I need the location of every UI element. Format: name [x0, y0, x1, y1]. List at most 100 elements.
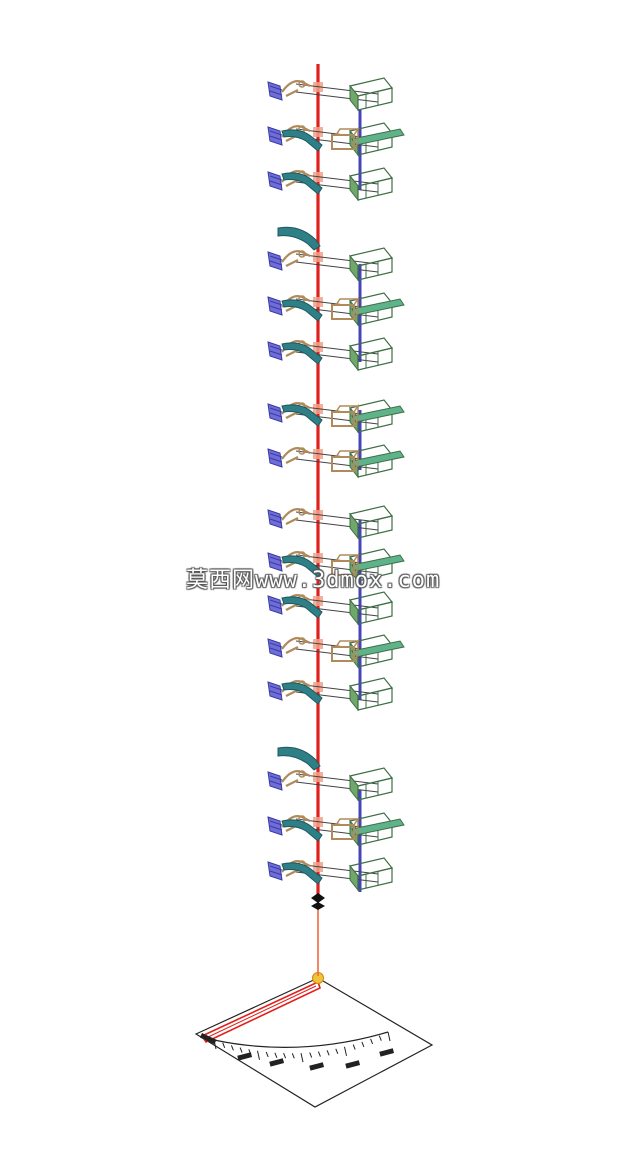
equipment-frame-front: [357, 347, 393, 371]
base-scale-tick: [387, 1031, 391, 1042]
antenna-group: [267, 746, 405, 892]
panel-antenna-rib: [269, 412, 283, 418]
equipment-wing: [331, 638, 405, 662]
teal-bracket: [281, 404, 323, 427]
antenna-group: [267, 226, 405, 372]
teal-bracket: [281, 596, 323, 619]
mount-joint: [298, 770, 306, 778]
mount-arm: [281, 80, 311, 97]
equipment-wing: [331, 448, 405, 472]
base-scale-tick: [352, 1044, 356, 1050]
base-scale-tick: [222, 1042, 226, 1049]
mount-arm: [281, 770, 311, 787]
panel-antenna-rib: [269, 556, 283, 562]
panel-antenna-rib: [269, 305, 283, 311]
equipment-wing: [331, 552, 405, 576]
base-corner-marker: [199, 1033, 217, 1045]
wing-cabinet-edge: [335, 552, 360, 576]
equipment-frame-side: [349, 84, 359, 112]
support-arm: [295, 261, 379, 273]
antenna-set: [267, 77, 394, 112]
mount-arm: [281, 447, 311, 464]
equipment-frame-side: [349, 598, 359, 626]
wing-cabinet: [331, 824, 355, 840]
equipment-frame-side: [349, 512, 359, 540]
panel-antenna-rib: [269, 642, 283, 648]
teal-top-bracket: [277, 746, 321, 771]
base-scale-tick: [344, 1046, 347, 1056]
base-red-guide-inner: [205, 985, 317, 1039]
wing-cabinet: [331, 560, 355, 576]
panel-antenna-rib: [269, 820, 283, 826]
base-plate: [194, 972, 434, 1108]
panel-antenna-rib: [269, 180, 283, 186]
base-scale-tick: [370, 1038, 374, 1045]
support-arm: [295, 648, 379, 660]
panel-antenna-rib: [269, 647, 283, 653]
watermark-text: 莫西网www.3dmox.com: [186, 568, 441, 593]
base-scale-tick: [283, 1053, 287, 1059]
antenna-set: [267, 677, 394, 712]
equipment-wing: [331, 296, 405, 320]
teal-bracket: [281, 172, 323, 195]
base-marker: [345, 1060, 361, 1069]
wing-cabinet: [331, 411, 355, 427]
wing-cabinet-edge: [335, 403, 360, 427]
antenna-set: [267, 505, 394, 540]
panel-antenna-rib: [269, 130, 283, 136]
panel-antenna-rib: [269, 300, 283, 306]
base-scale-arc: [213, 1031, 389, 1048]
mount-joint: [298, 508, 306, 516]
wing-cabinet: [331, 134, 355, 150]
panel-antenna-rib: [269, 599, 283, 605]
equipment-frame-front: [357, 867, 393, 891]
equipment-frame-front: [357, 601, 393, 625]
panel-antenna-rib: [269, 452, 283, 458]
mount-joint: [298, 250, 306, 258]
mount-joint: [298, 637, 306, 645]
equipment-frame-side: [349, 684, 359, 712]
teal-bracket: [281, 299, 323, 322]
panel-antenna-rib: [269, 604, 283, 610]
base-scale-tick: [378, 1035, 382, 1041]
equipment-frame-side: [349, 254, 359, 282]
antenna-set: [267, 247, 394, 282]
panel-antenna-rib: [269, 90, 283, 96]
panel-antenna-rib: [269, 865, 283, 871]
equipment-frame-side: [349, 344, 359, 372]
panel-antenna-rib: [269, 775, 283, 781]
base-marker: [309, 1062, 325, 1071]
mount-joint: [298, 447, 306, 455]
support-arm: [295, 91, 379, 103]
base-scale-tick: [300, 1052, 304, 1063]
base-marker: [237, 1052, 253, 1061]
mount-arm: [281, 508, 311, 525]
teal-bracket: [281, 342, 323, 365]
base-marker: [379, 1048, 395, 1057]
base-scale-tick: [326, 1050, 330, 1056]
base-scale-tick: [335, 1048, 339, 1054]
mast-clamp: [311, 893, 325, 910]
panel-antenna-rib: [269, 780, 283, 786]
base-scale-tick: [257, 1050, 260, 1060]
mount-joint: [298, 80, 306, 88]
panel-antenna-rib: [269, 255, 283, 261]
wing-cabinet-edge: [335, 448, 360, 472]
equipment-frame-front: [357, 257, 393, 281]
antenna-group: [267, 505, 405, 712]
panel-antenna-rib: [269, 175, 283, 181]
equipment-frame-front: [357, 777, 393, 801]
panel-antenna-rib: [269, 345, 283, 351]
base-scale-tick: [291, 1053, 295, 1059]
panel-antenna-rib: [269, 85, 283, 91]
wing-cabinet-edge: [335, 296, 360, 320]
antenna-set: [267, 767, 394, 802]
panel-antenna-rib: [269, 518, 283, 524]
teal-bracket: [281, 682, 323, 705]
base-marker: [269, 1058, 285, 1067]
panel-antenna-rib: [269, 870, 283, 876]
equipment-frame-front: [357, 687, 393, 711]
support-arm: [295, 519, 379, 531]
wing-cabinet: [331, 456, 355, 472]
equipment-frame-side: [349, 774, 359, 802]
